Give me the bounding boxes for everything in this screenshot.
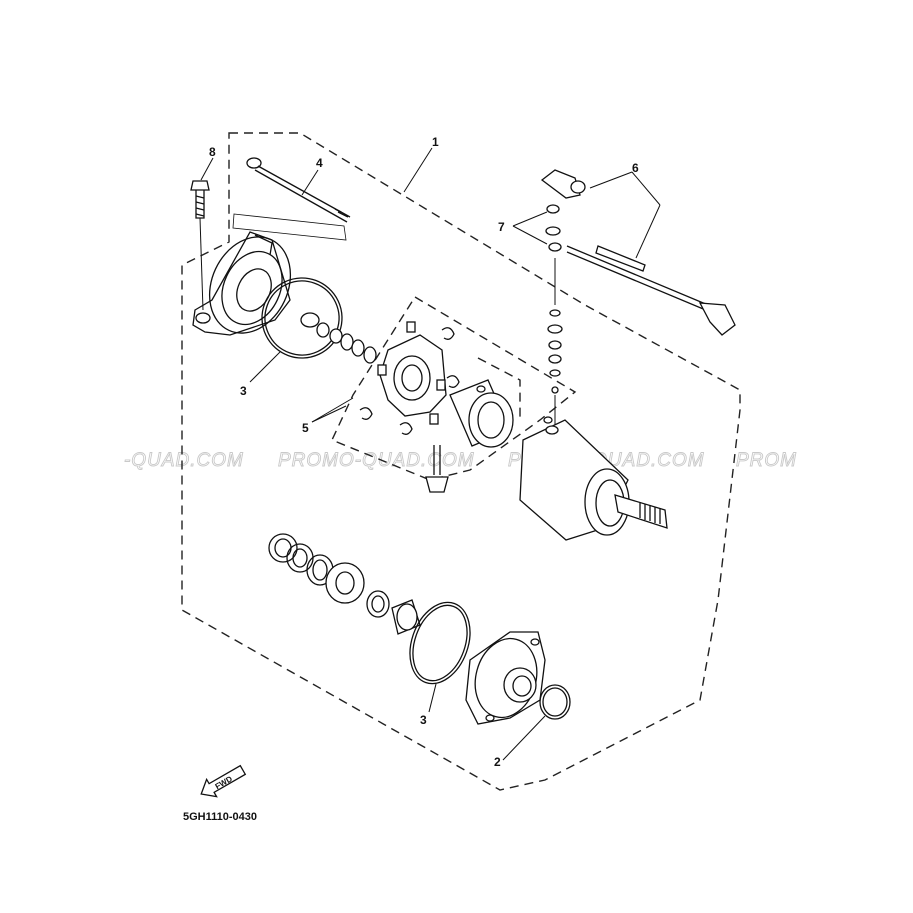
callout-2: 2 (494, 755, 501, 769)
watermark-text-1: -QUAD.COM (124, 450, 244, 471)
yoke-slot-bracket (477, 357, 521, 420)
forward-arrow: FWD (200, 764, 247, 798)
brush-holder (359, 321, 460, 435)
callout-5: 5 (302, 421, 309, 435)
terminal-bolt (425, 445, 449, 493)
mounting-bolt (190, 180, 210, 219)
leader-lines (199, 147, 661, 761)
front-washer-stack (268, 533, 421, 635)
callout-7: 7 (498, 220, 505, 234)
diagram-code: 5GH1110-0430 (183, 811, 257, 823)
callout-3-bottom: 3 (420, 713, 427, 727)
front-cover (465, 631, 546, 725)
watermark-text-2: PROMO-QUAD.COM (278, 450, 475, 471)
watermark: -QUAD.COM PROMO-QUAD.COM PROMO-QUAD.COM … (124, 450, 797, 472)
watermark-text-4: PROM (736, 450, 797, 471)
callout-3-top: 3 (240, 384, 247, 398)
starter-cable (540, 169, 736, 336)
callout-1: 1 (432, 135, 439, 149)
callout-8: 8 (209, 145, 216, 159)
o-ring-front (409, 601, 471, 685)
o-ring-small (539, 684, 571, 720)
callout-4: 4 (316, 156, 323, 170)
through-bolt (232, 157, 351, 241)
starter-yoke (519, 416, 668, 541)
callout-labels: 1 2 3 3 4 5 6 7 8 (209, 135, 639, 769)
assembly-boundary (181, 132, 741, 791)
shim-plate (300, 312, 320, 328)
yoke-ring (449, 379, 514, 448)
washer-stack-rear (316, 322, 377, 364)
callout-6: 6 (632, 161, 639, 175)
brush-holder-boundary (331, 296, 577, 481)
terminal-washer-stack (545, 204, 563, 425)
rear-cover (192, 231, 292, 336)
